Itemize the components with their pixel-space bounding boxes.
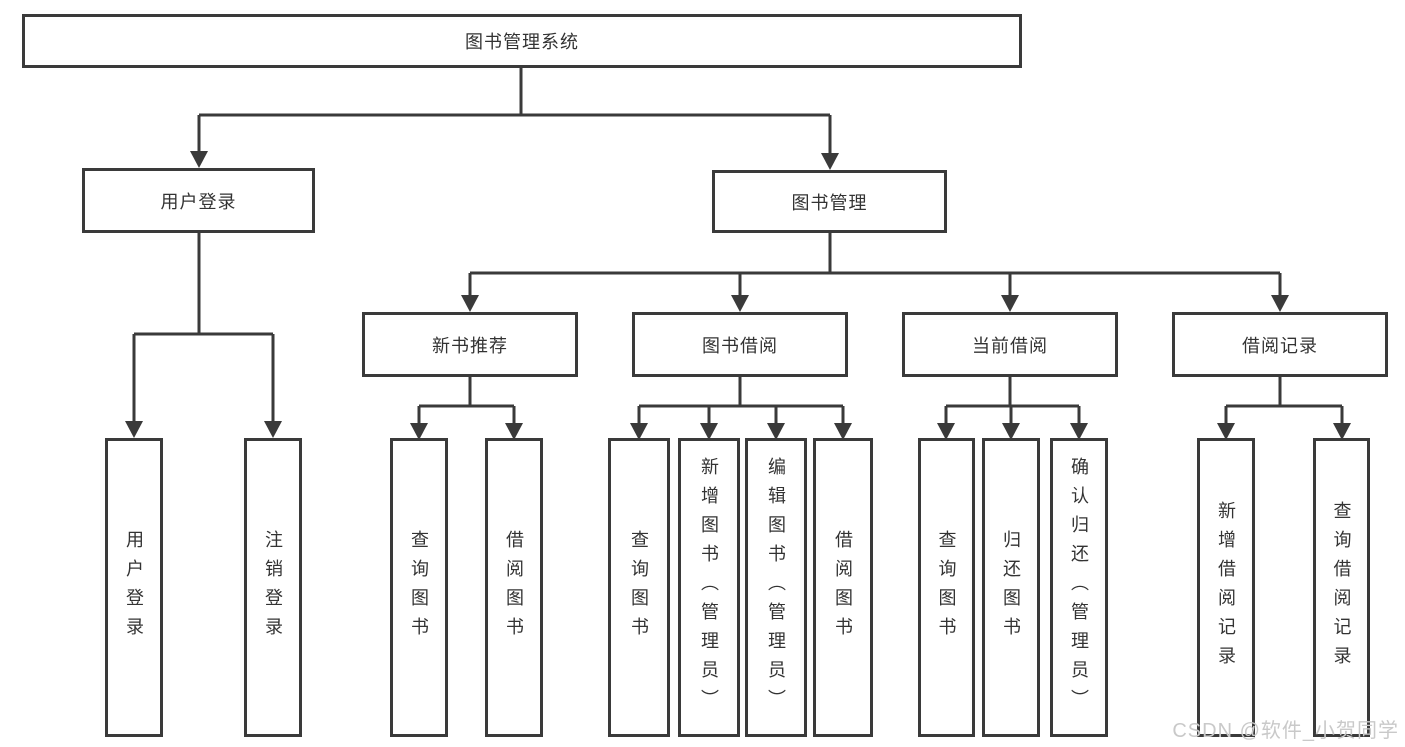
leaf-br-query-record: 查询借阅记录	[1313, 438, 1370, 737]
leaf-br-add-record: 新增借阅记录	[1197, 438, 1255, 737]
leaf-label: 归还图书	[1001, 529, 1021, 646]
leaf-label: 编辑图书（管理员）	[766, 457, 786, 718]
watermark-text: CSDN @软件_小贺同学	[1172, 720, 1399, 742]
node-user-login: 用户登录	[82, 168, 315, 233]
leaf-label: 借阅图书	[504, 529, 524, 646]
leaf-nb-borrow-books: 借阅图书	[485, 438, 543, 737]
node-label: 用户登录	[160, 191, 237, 212]
node-library-management-system: 图书管理系统	[22, 14, 1022, 68]
leaf-nb-query-books: 查询图书	[390, 438, 448, 737]
leaf-bb-query-books: 查询图书	[608, 438, 670, 737]
leaf-logout: 注销登录	[244, 438, 302, 737]
node-new-book-recommendation: 新书推荐	[362, 312, 578, 377]
leaf-cb-return-books: 归还图书	[982, 438, 1040, 737]
leaf-cb-confirm-return-admin: 确认归还（管理员）	[1050, 438, 1108, 737]
leaf-bb-borrow-books: 借阅图书	[813, 438, 873, 737]
node-book-management: 图书管理	[712, 170, 947, 233]
leaf-label: 借阅图书	[833, 529, 853, 646]
leaf-label: 查询图书	[936, 529, 957, 646]
node-label: 图书管理系统	[465, 32, 579, 52]
node-label: 图书借阅	[702, 335, 778, 356]
leaf-label: 确认归还（管理员）	[1069, 457, 1089, 718]
leaf-label: 新增借阅记录	[1216, 500, 1236, 675]
node-label: 新书推荐	[432, 335, 508, 356]
leaf-bb-add-books-admin: 新增图书（管理员）	[678, 438, 740, 737]
node-book-borrowing: 图书借阅	[632, 312, 848, 377]
leaf-user-login: 用户登录	[105, 438, 163, 737]
leaf-label: 查询借阅记录	[1331, 500, 1352, 675]
node-label: 当前借阅	[972, 335, 1048, 356]
leaf-label: 注销登录	[263, 529, 283, 646]
leaf-label: 新增图书（管理员）	[699, 457, 719, 718]
node-borrowing-records: 借阅记录	[1172, 312, 1388, 377]
leaf-cb-query-books: 查询图书	[918, 438, 975, 737]
node-current-borrowing: 当前借阅	[902, 312, 1118, 377]
leaf-bb-edit-books-admin: 编辑图书（管理员）	[745, 438, 807, 737]
node-label: 借阅记录	[1242, 335, 1318, 356]
leaf-label: 查询图书	[629, 529, 649, 646]
leaf-label: 用户登录	[124, 529, 144, 646]
leaf-label: 查询图书	[409, 529, 429, 646]
node-label: 图书管理	[791, 192, 868, 213]
